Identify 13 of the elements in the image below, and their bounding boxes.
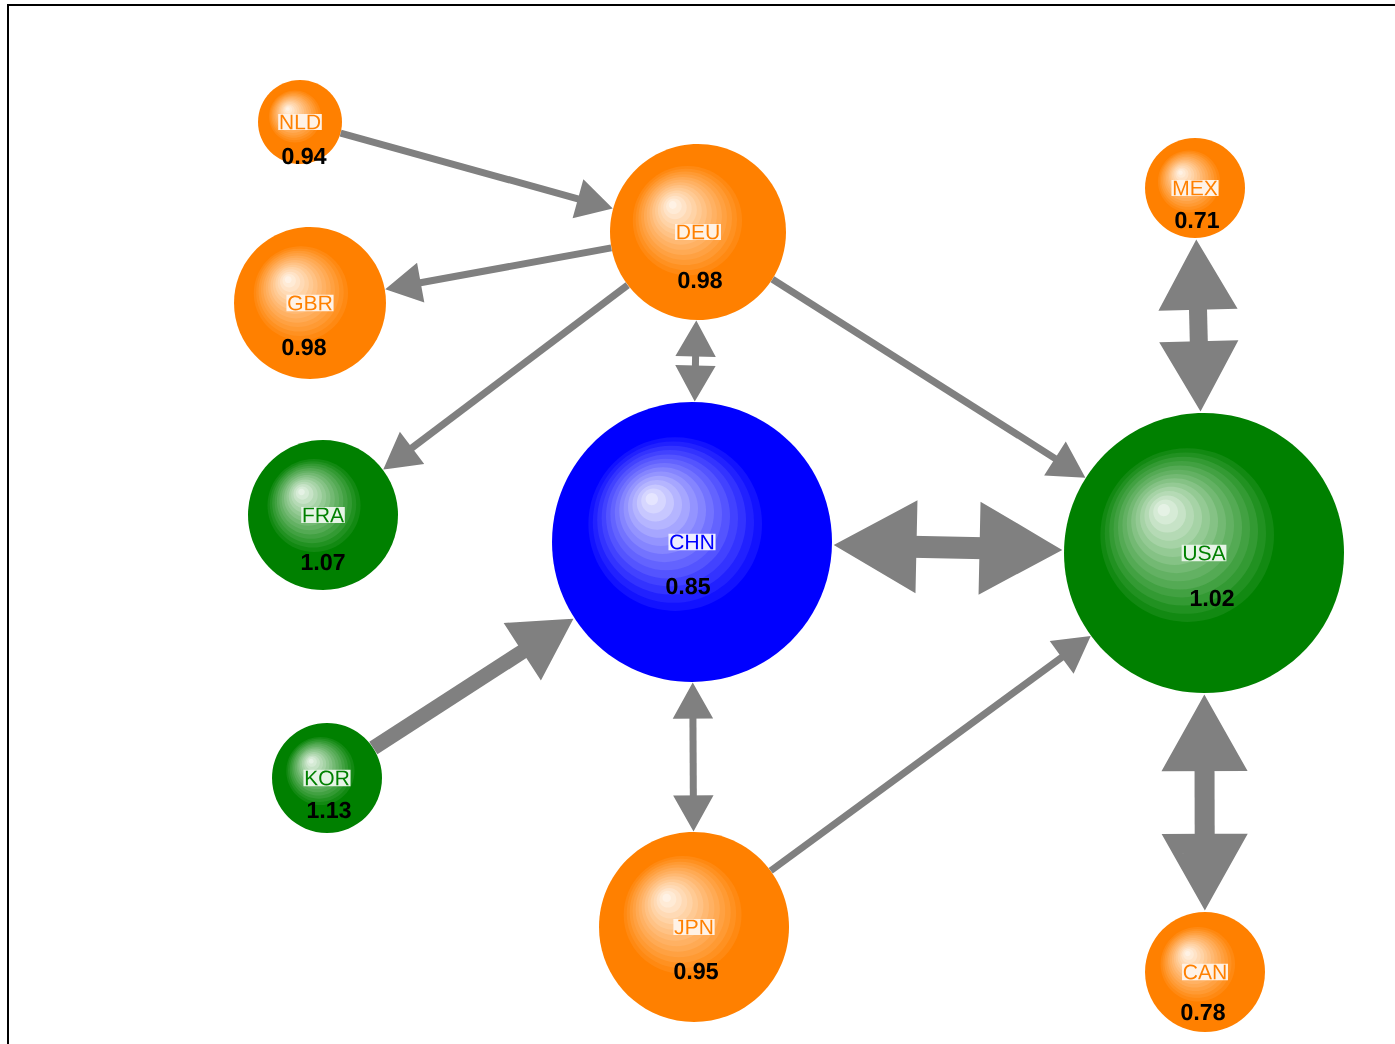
country-code: MEX xyxy=(1171,180,1219,196)
country-code: NLD xyxy=(278,114,322,130)
value-label: 0.78 xyxy=(1181,1003,1225,1021)
value-label: 1.02 xyxy=(1190,589,1234,607)
value-label: 1.07 xyxy=(301,553,345,571)
value-label: 0.94 xyxy=(282,147,327,165)
value-label: 1.13 xyxy=(307,801,351,819)
value-label: 0.85 xyxy=(666,577,710,595)
value-label: 0.98 xyxy=(282,338,326,356)
country-code: FRA xyxy=(301,507,345,523)
value-label: 0.98 xyxy=(678,271,722,289)
value-label: 0.95 xyxy=(674,962,718,980)
value-label: 0.71 xyxy=(1175,211,1219,229)
